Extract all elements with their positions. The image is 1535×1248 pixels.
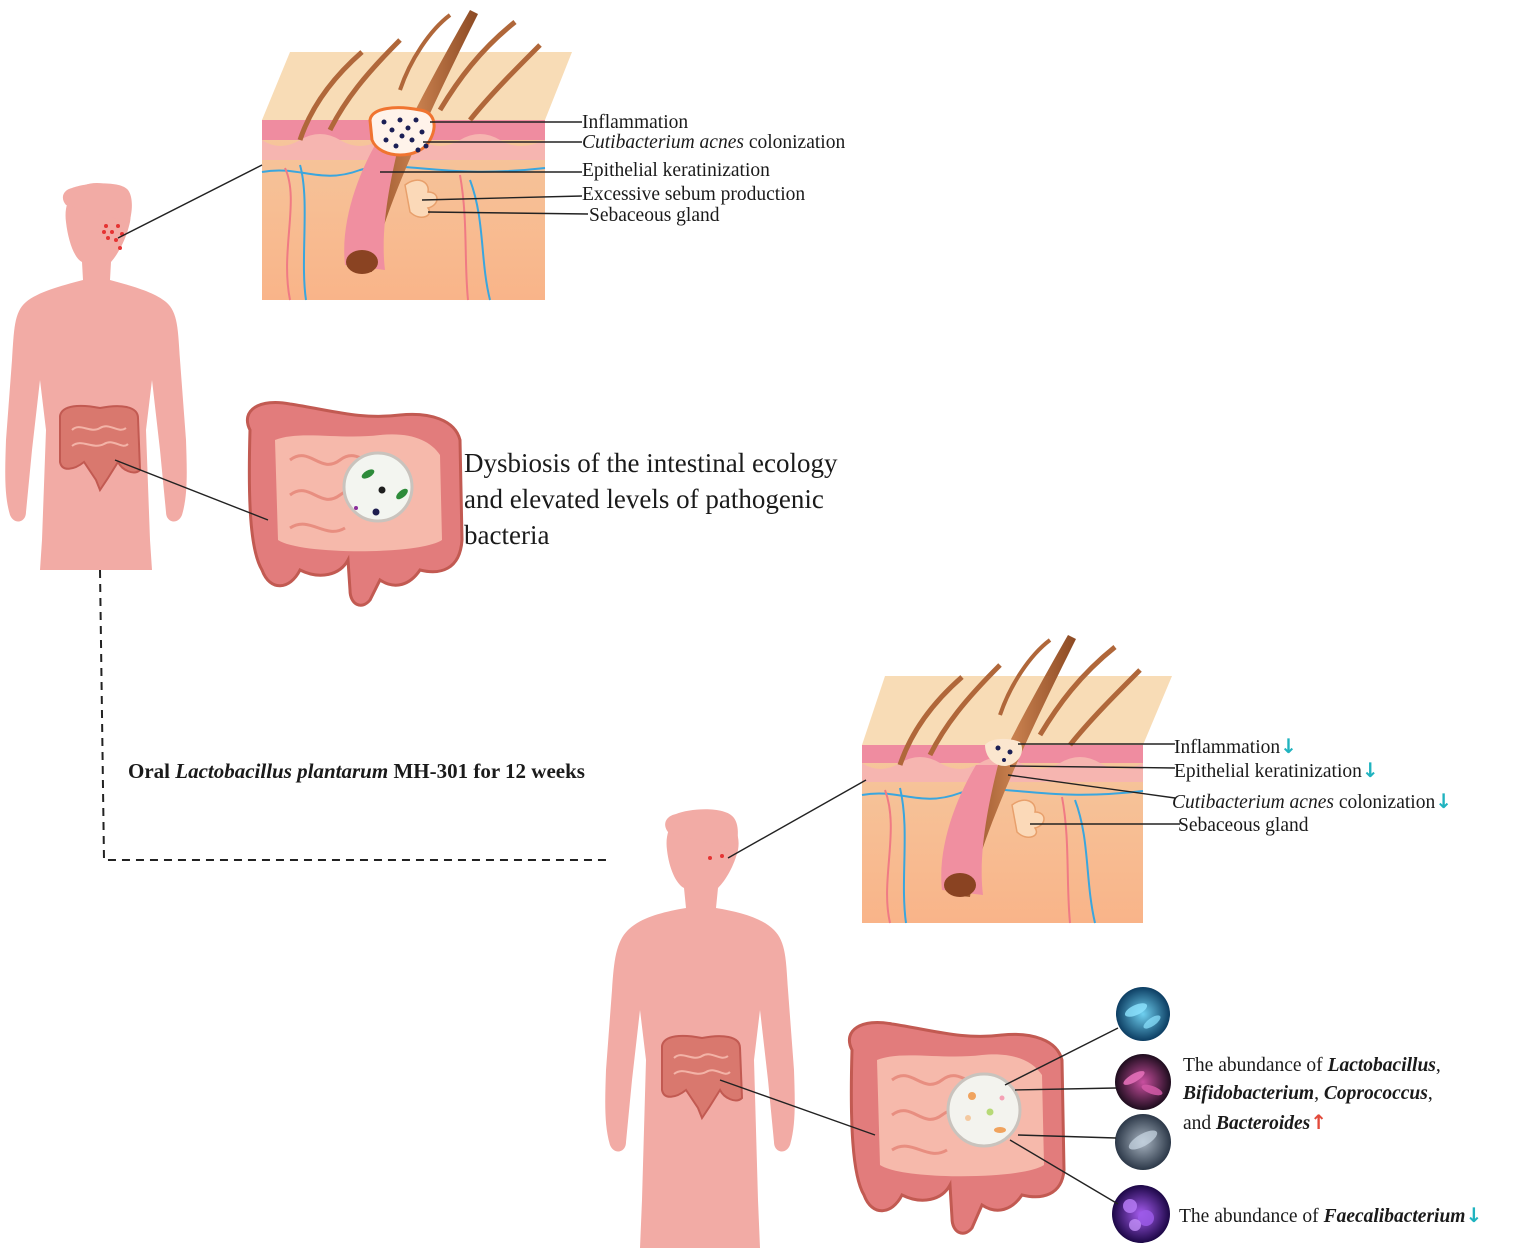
gut-dysbiosis-text: Dysbiosis of the intestinal ecology and … — [464, 448, 838, 550]
mini-gut-before — [59, 404, 142, 493]
label-gland-after: Sebaceous gland — [1178, 815, 1309, 836]
gut-increase-text: The abundance of Lactobacillus, Bifidoba… — [1183, 1055, 1441, 1134]
down-arrow-icon: ↓ — [1465, 1203, 1483, 1227]
label-inflammation-before: Inflammation — [582, 112, 689, 133]
treatment-label: Oral Lactobacillus plantarum MH-301 for … — [128, 759, 585, 783]
down-arrow-icon: ↓ — [1435, 789, 1452, 813]
label-inflammation-after: Inflammation↓ — [1174, 734, 1297, 758]
microbe-images — [1112, 987, 1171, 1243]
label-keratinization-before: Epithelial keratinization — [582, 160, 770, 181]
skin-cross-section-after — [861, 635, 1172, 924]
down-arrow-icon: ↓ — [1280, 734, 1297, 758]
down-arrow-icon: ↓ — [1361, 758, 1379, 782]
gut-decrease-text: The abundance of Faecalibacterium↓ — [1179, 1203, 1483, 1227]
human-silhouette-after — [605, 809, 795, 1248]
bacteria-pink-icon — [1115, 1054, 1171, 1110]
label-c-acnes-after: Cutibacterium acnes colonization↓ — [1172, 789, 1452, 813]
label-sebum-before: Excessive sebum production — [582, 184, 806, 205]
skin-cross-section-before — [261, 10, 572, 301]
label-keratinization-after: Epithelial keratinization↓ — [1174, 758, 1379, 782]
treatment-dashed-connector — [99, 569, 610, 861]
mini-gut-after — [661, 1034, 744, 1121]
label-c-acnes-before: Cutibacterium acnes colonization — [582, 132, 846, 153]
up-arrow-icon: ↑ — [1310, 1110, 1328, 1134]
leader-lines-after — [719, 743, 1180, 1205]
microbe-magnifier-circle — [342, 451, 414, 523]
intestine-after — [848, 1021, 1066, 1235]
leader-lines-before — [114, 121, 589, 521]
intestine-before — [246, 401, 464, 607]
bacteria-blue-icon — [1116, 987, 1170, 1041]
microbe-magnifier-circle — [946, 1072, 1022, 1148]
human-silhouette-before — [5, 183, 187, 570]
label-gland-before: Sebaceous gland — [589, 205, 720, 226]
